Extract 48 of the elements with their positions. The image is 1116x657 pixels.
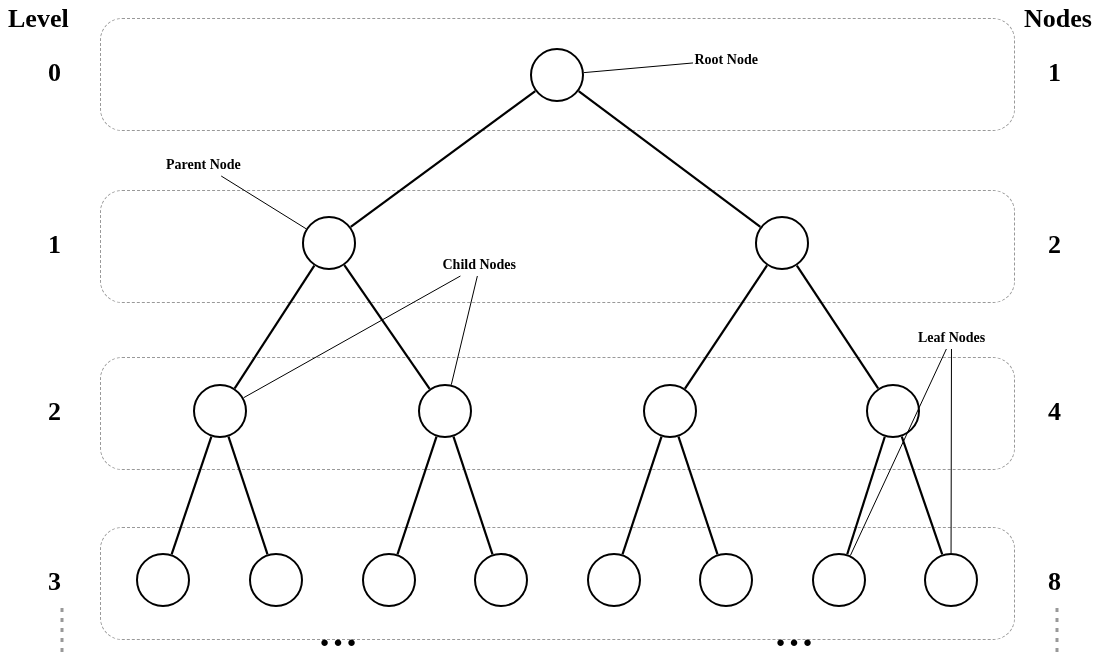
leader-line	[849, 348, 947, 556]
level-number: 0	[48, 58, 61, 88]
level-number: 1	[48, 230, 61, 260]
tree-branch-line	[795, 264, 880, 390]
node-count: 1	[1048, 58, 1061, 88]
tree-node-circle	[642, 383, 697, 438]
level-number: 3	[48, 567, 61, 597]
tree-node-circle	[192, 383, 247, 438]
tree-branch-line	[396, 436, 438, 555]
callout-text: Leaf Nodes	[918, 329, 986, 347]
tree-branch-line	[846, 436, 886, 555]
tree-branch-line	[577, 90, 762, 228]
column-heading: Nodes	[1024, 4, 1092, 34]
tree-branch-line	[677, 436, 719, 555]
ellipsis-mark: …	[318, 618, 358, 648]
tree-node-circle	[754, 215, 809, 270]
column-heading: Level	[8, 4, 69, 34]
tree-node-circle	[301, 215, 356, 270]
ellipsis-mark: …	[774, 618, 814, 648]
tree-branch-line	[452, 436, 494, 555]
callout-text: Child Nodes	[442, 255, 517, 274]
level-number: 2	[48, 397, 61, 427]
tree-branch-line	[900, 436, 944, 555]
tree-branch-line	[684, 264, 768, 390]
tree-branch-line	[350, 90, 536, 228]
tree-branch-line	[343, 264, 431, 390]
callout-text: Root Node	[694, 50, 758, 69]
level-band	[100, 18, 1015, 131]
tree-node-circle	[529, 47, 584, 102]
node-count: 4	[1048, 397, 1061, 427]
leader-line	[243, 275, 461, 399]
callout-text: Parent Node	[166, 156, 241, 174]
leader-line	[950, 348, 952, 554]
tree-node-circle	[417, 383, 472, 438]
level-band	[100, 527, 1015, 640]
node-count: 2	[1048, 230, 1061, 260]
tree-node-circle	[811, 552, 866, 607]
tree-branch-line	[233, 265, 316, 389]
level-band	[100, 190, 1015, 303]
leader-line	[220, 175, 307, 230]
node-count: 8	[1048, 567, 1061, 597]
level-band	[100, 357, 1015, 470]
tree-node-circle	[865, 383, 920, 438]
leader-line	[450, 275, 478, 386]
tree-branch-line	[170, 436, 213, 555]
leader-line	[583, 62, 694, 74]
tree-branch-line	[227, 436, 269, 555]
tree-branch-line	[621, 436, 663, 555]
